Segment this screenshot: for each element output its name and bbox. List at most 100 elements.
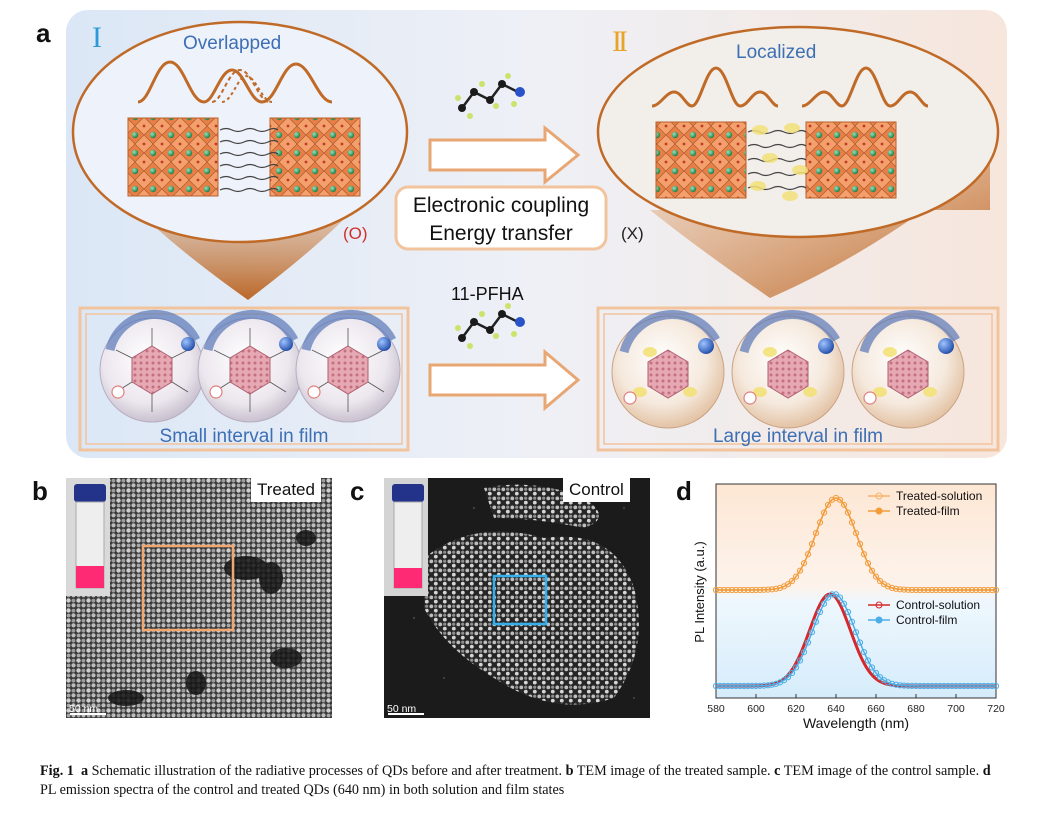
panel-c-label: c [350,476,365,506]
data-point [724,682,732,690]
data-point [764,586,772,593]
data-point [884,679,892,686]
data-point [824,501,832,508]
data-point [956,682,964,690]
caption-c-letter: c [774,763,781,779]
data-point [872,573,880,580]
data-point [948,586,956,594]
data-point [804,639,812,646]
data-point [792,664,800,671]
data-point [904,682,912,689]
legend-label: Treated-film [896,504,960,518]
data-point [948,682,956,690]
data-point [892,585,900,592]
data-point [796,567,804,574]
data-point [716,682,724,690]
data-point [812,618,820,625]
data-point [764,682,772,689]
data-point [972,586,980,594]
data-point [888,680,896,687]
data-point [712,682,720,690]
data-point [792,573,800,580]
data-point [960,682,968,690]
legend-marker [875,601,883,609]
data-point [808,629,816,636]
data-point [756,586,764,594]
data-point [728,682,736,690]
data-point [856,639,864,646]
data-point [768,681,776,688]
tem-image-control [384,478,650,718]
data-point [832,591,840,598]
data-point [748,586,756,594]
caption-b-letter: b [565,763,574,779]
caption-fig: Fig. 1 [40,763,74,779]
data-point [768,586,776,593]
data-point [860,551,868,558]
data-point [964,682,972,690]
data-point [932,682,940,690]
scale-bar-c: 50 nm [387,703,417,715]
data-point [736,682,744,690]
data-point [864,560,872,567]
data-point [784,581,792,588]
data-point [904,586,912,593]
data-point [984,682,992,690]
data-point [968,682,976,690]
data-point [868,664,876,671]
data-point [900,682,908,689]
x-tick-label: 620 [787,703,805,715]
small-interval-caption: Small interval in film [159,426,329,447]
x-tick-label: 700 [947,703,965,715]
data-point [992,682,1000,690]
data-point [720,682,728,690]
data-point [744,682,752,690]
data-point [724,586,732,594]
data-point [740,586,748,594]
data-point [936,682,944,690]
data-point [924,586,932,594]
data-point [732,586,740,594]
data-point [976,586,984,594]
data-point [912,586,920,594]
caption-a-letter: a [80,763,89,779]
data-point [844,608,852,616]
data-point [920,586,928,594]
data-point [892,681,900,688]
data-point [940,586,948,594]
data-point [788,669,796,677]
caption-c-text: TEM image of the control sample. [783,763,980,779]
panel-d-label: d [676,476,692,506]
data-point [812,530,820,537]
data-point [716,586,724,594]
panel-a-label: a [36,18,51,48]
data-point [944,586,952,594]
data-point [728,586,736,594]
data-point [796,657,804,664]
data-point [840,600,848,607]
data-point [920,682,928,690]
legend-label: Treated-solution [896,489,982,503]
data-point [760,682,768,689]
treated-label: Treated [251,478,321,502]
data-point [980,682,988,690]
data-point [820,600,828,607]
data-point [992,586,1000,594]
data-point [928,682,936,690]
energy-transfer-text: Energy transfer [429,222,573,245]
y-axis-label: PL Intensity (a.u.) [692,541,707,642]
tem-image-treated [66,478,332,718]
data-point [860,649,868,656]
data-point [836,496,844,503]
data-point [852,629,860,636]
large-interval-caption: Large interval in film [712,426,884,447]
x-tick-label: 640 [827,703,845,715]
electronic-coupling-text: Electronic coupling [412,194,590,217]
data-point [736,586,744,594]
legend-marker [875,492,883,500]
data-point [828,591,836,598]
data-point [876,577,884,585]
data-point [816,608,824,616]
data-point [824,594,832,601]
